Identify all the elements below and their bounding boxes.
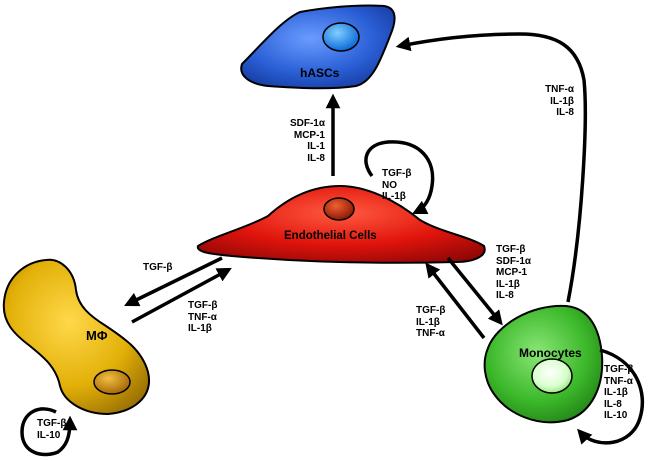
macrophage-label: MΦ xyxy=(86,328,108,343)
signals-macrophage-to-endothelial: TGF-β TNF-α IL-1β xyxy=(188,300,217,335)
signal-item: NO xyxy=(382,179,397,191)
signal-item: TNF-α xyxy=(188,311,217,323)
signals-endothelial-self: TGF-β NO IL-1β xyxy=(382,168,411,203)
endothelial-nucleus xyxy=(323,197,355,221)
hascs-nucleus xyxy=(322,22,360,52)
signal-item: IL-1β xyxy=(188,323,212,334)
arrow-endothelial-to-macrophage xyxy=(124,256,223,307)
signals-endothelial-to-macrophage: TGF-β xyxy=(143,262,172,274)
signals-monocytes-self: TGF-β TNF-α IL-1β IL-8 IL-10 xyxy=(604,364,633,422)
signal-item: TGF-β xyxy=(496,244,526,255)
endothelial-cell-body xyxy=(196,184,486,264)
signal-item: SDF-1α xyxy=(289,118,325,129)
signal-item: IL-8 xyxy=(556,107,574,118)
macrophage-nucleus xyxy=(93,369,131,395)
signal-item: IL-1β xyxy=(382,191,406,202)
signal-item: TGF-β xyxy=(382,168,412,179)
signal-item: IL-8 xyxy=(496,290,514,301)
signal-item: SDF-1α xyxy=(496,255,532,267)
arrow-monocytes-to-hascs xyxy=(395,32,587,303)
signal-item: IL-1 xyxy=(307,141,325,152)
signal-item: MCP-1 xyxy=(496,267,528,278)
signal-item: IL-8 xyxy=(604,398,622,410)
signal-item: MCP-1 xyxy=(293,129,325,141)
signal-item: TGF-β xyxy=(188,300,218,311)
signal-item: IL-10 xyxy=(37,429,61,441)
signal-item: TGF-β xyxy=(37,418,67,429)
monocytes-nucleus xyxy=(531,358,573,394)
signal-item: TGF-β xyxy=(604,364,634,375)
signal-item: TGF-β xyxy=(416,305,446,316)
endothelial-cells-label: Endothelial Cells xyxy=(284,230,377,242)
arrow-macrophage-self-loop xyxy=(20,407,78,457)
signals-monocytes-to-endothelial: TGF-β IL-1β TNF-α xyxy=(416,305,445,340)
signal-item: IL-10 xyxy=(604,410,628,421)
signals-endothelial-to-monocytes: TGF-β SDF-1α MCP-1 IL-1β IL-8 xyxy=(496,244,531,302)
signal-item: TNF-α xyxy=(416,328,445,339)
signal-item: IL-1β xyxy=(604,387,628,398)
signals-endothelial-to-hascs: SDF-1α MCP-1 IL-1 IL-8 xyxy=(290,118,325,164)
signal-item: TNF-α xyxy=(604,375,633,387)
signal-item: TNF-α xyxy=(545,84,574,95)
arrow-monocytes-to-endothelial xyxy=(425,262,486,340)
arrow-macrophage-to-endothelial xyxy=(131,267,232,324)
signals-macrophage-self: TGF-β IL-10 xyxy=(37,418,66,441)
signal-item: IL-1β xyxy=(550,95,574,107)
signal-item: IL-8 xyxy=(307,152,325,164)
arrow-monocytes-self-loop xyxy=(577,348,645,445)
hascs-label: hASCs xyxy=(300,66,340,80)
monocytes-label: Monocytes xyxy=(519,346,582,360)
signal-item: TGF-β xyxy=(143,262,173,273)
signal-item: IL-1β xyxy=(416,316,440,328)
arrow-endothelial-to-monocytes xyxy=(446,256,503,326)
signal-item: IL-1β xyxy=(496,278,520,290)
macrophage-cell-body xyxy=(2,258,150,416)
hascs-cell-body xyxy=(240,4,396,90)
signals-monocytes-to-hascs: TNF-α IL-1β IL-8 xyxy=(545,84,574,119)
arrow-endothelial-self-loop xyxy=(364,140,435,214)
